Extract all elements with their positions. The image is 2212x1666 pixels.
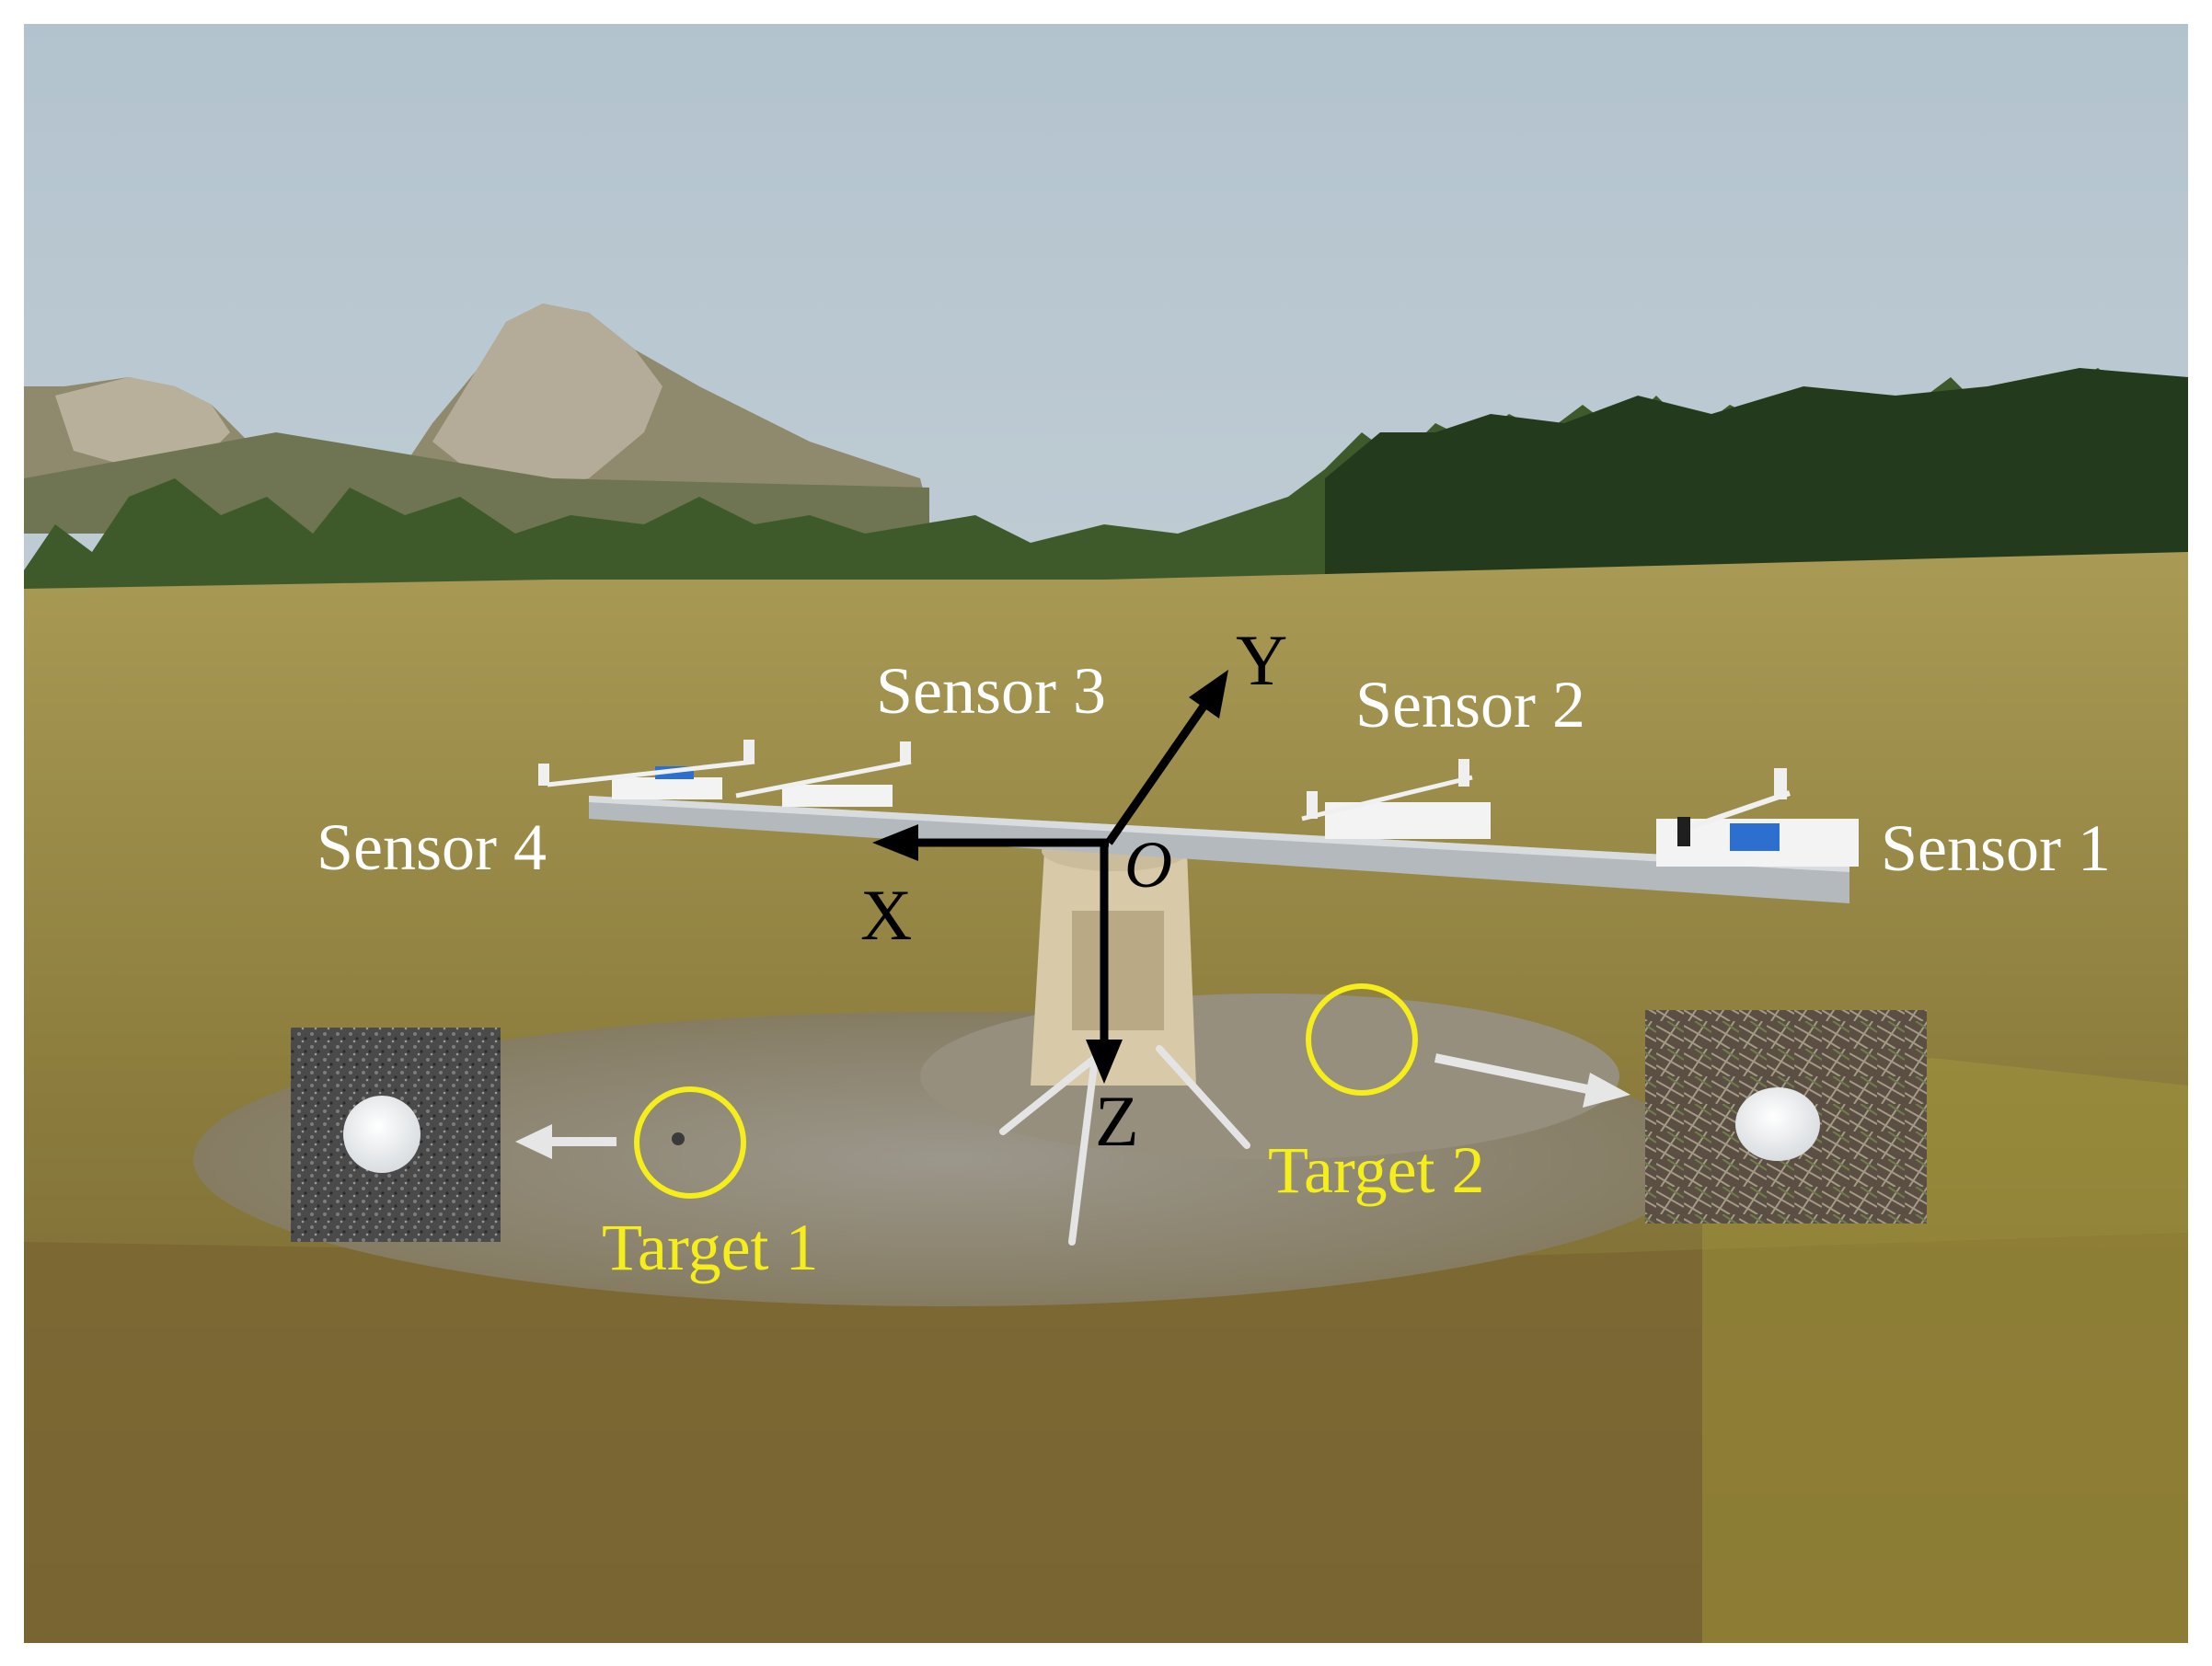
target-2-label: Target 2 xyxy=(1268,1133,1485,1207)
target-1-marker xyxy=(634,1086,746,1199)
sensor-3-label: Sensor 3 xyxy=(876,654,1106,728)
pointer-arrows xyxy=(515,1053,1630,1159)
z-axis-arrowhead xyxy=(1086,1040,1123,1084)
target-1-pointer-head xyxy=(515,1124,552,1159)
y-axis-arrowhead xyxy=(1189,670,1228,718)
y-axis-label: Y xyxy=(1236,620,1288,700)
z-axis-label: Z xyxy=(1095,1081,1139,1161)
target-2-pointer-head xyxy=(1583,1073,1630,1108)
y-axis-arrow xyxy=(1105,701,1209,845)
target-1-pointer-shaft xyxy=(543,1137,616,1146)
coordinate-axes xyxy=(872,670,1228,1084)
target-1-inset-photo xyxy=(291,1028,501,1242)
sensor-unit-4 xyxy=(538,740,755,799)
sensor-2-label: Sensor 2 xyxy=(1355,668,1585,741)
gravel-patch xyxy=(193,994,1702,1306)
x-axis-label: X xyxy=(860,875,913,955)
sensor-4-label: Sensor 4 xyxy=(317,810,547,884)
sensor-1-label: Sensor 1 xyxy=(1881,811,2111,885)
sensor-beam xyxy=(589,796,1849,903)
sensor-unit-1 xyxy=(1656,768,1859,867)
origin-label: O xyxy=(1124,828,1172,902)
tree-line xyxy=(24,368,2188,607)
target-2-marker xyxy=(1306,983,1418,1096)
sensor-unit-2 xyxy=(1301,759,1491,839)
tripod-legs xyxy=(999,1045,1250,1246)
target-2-inset-photo xyxy=(1645,1010,1927,1224)
x-axis-arrowhead xyxy=(872,824,918,861)
target-1-label: Target 1 xyxy=(602,1211,819,1284)
sensor-unit-3 xyxy=(735,741,912,807)
target-2-pointer-shaft xyxy=(1434,1053,1594,1095)
